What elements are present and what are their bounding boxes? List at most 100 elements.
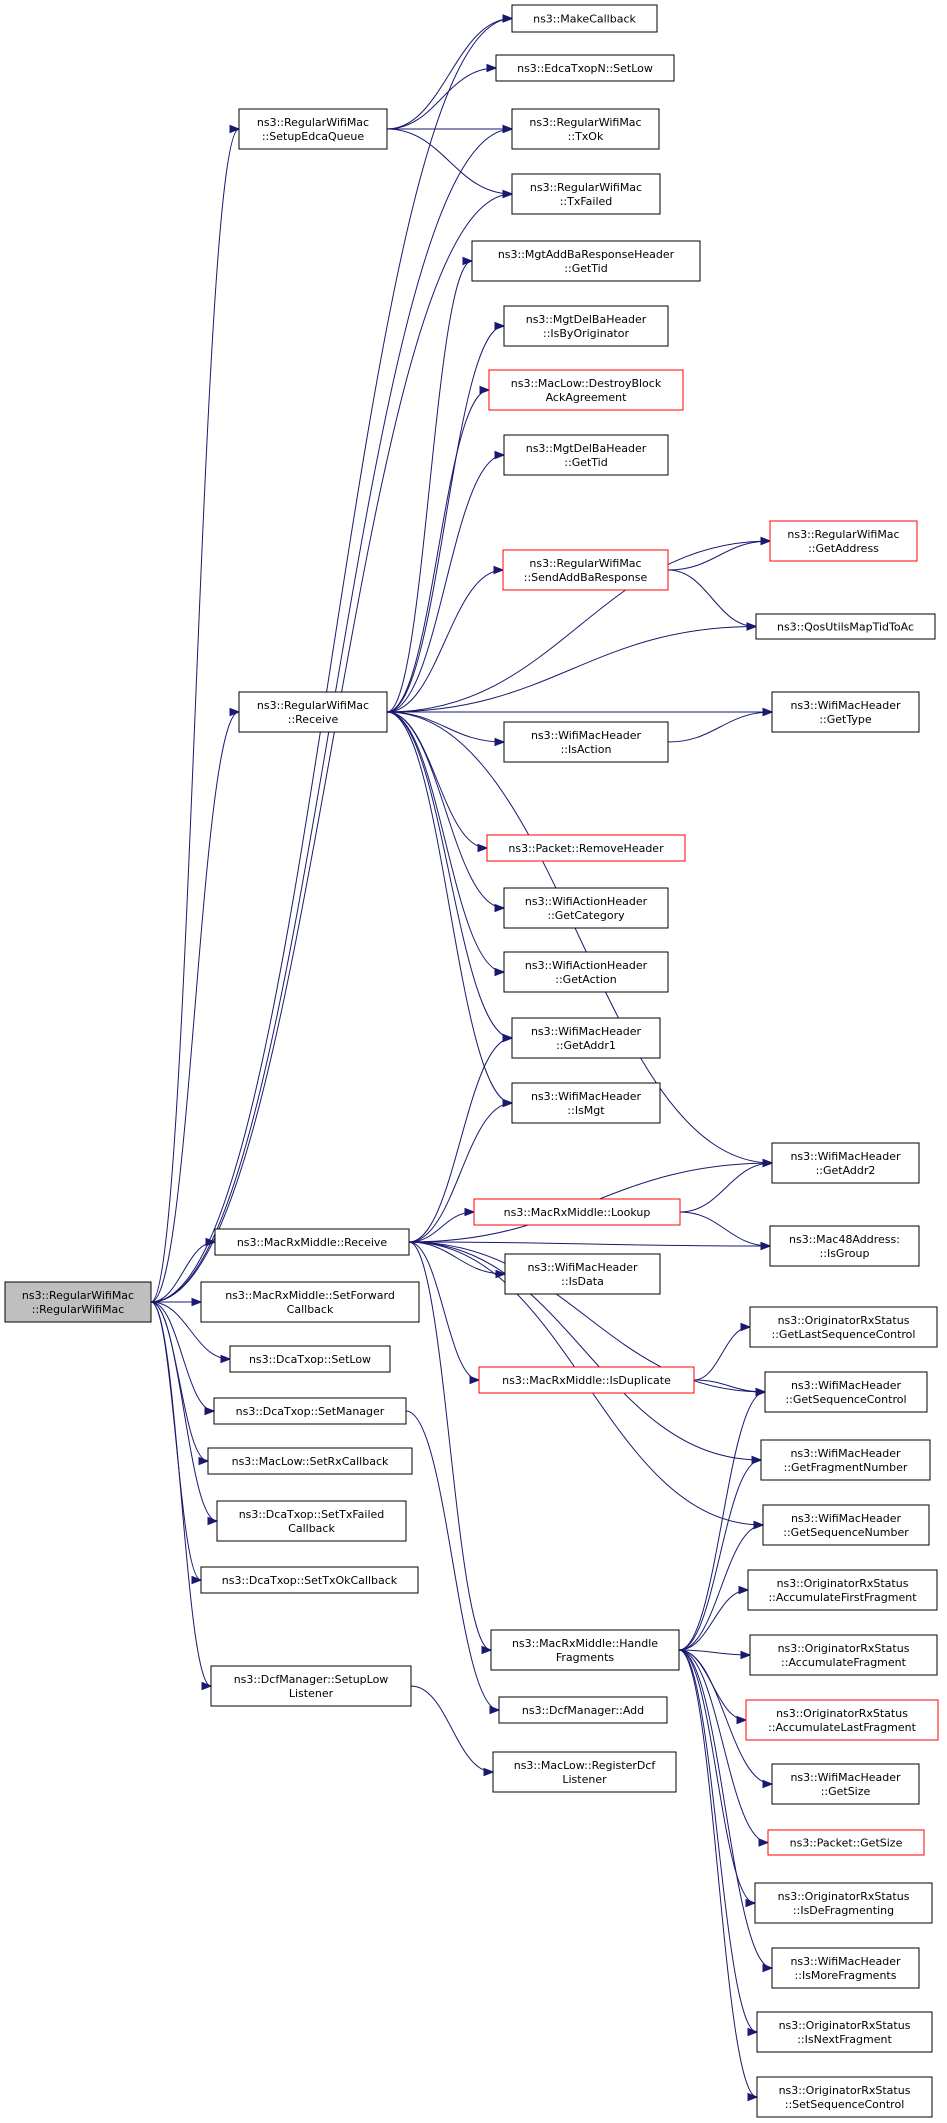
node-rxmReceive[interactable]: ns3::MacRxMiddle::Receive bbox=[214, 1228, 410, 1256]
edge-lookup-to-isGroup bbox=[679, 1211, 772, 1251]
edge-receive-to-isAction bbox=[386, 711, 506, 747]
node-getAction[interactable]: ns3::WifiActionHeader::GetAction bbox=[503, 951, 669, 993]
edge-receive-to-delbaGetTid bbox=[386, 450, 506, 713]
node-txfailed[interactable]: ns3::RegularWifiMac::TxFailed bbox=[511, 173, 661, 215]
call-edges bbox=[150, 14, 774, 2102]
node-box bbox=[769, 520, 918, 562]
node-isData[interactable]: ns3::WifiMacHeader::IsData bbox=[504, 1253, 661, 1295]
node-label: ::SetupEdcaQueue bbox=[262, 130, 365, 143]
node-accLast[interactable]: ns3::OriginatorRxStatus::AccumulateLastF… bbox=[745, 1699, 939, 1741]
node-packetGetSize[interactable]: ns3::Packet::GetSize bbox=[767, 1829, 925, 1856]
node-dcfAdd[interactable]: ns3::DcfManager::Add bbox=[498, 1696, 668, 1724]
node-isDuplicate[interactable]: ns3::MacRxMiddle::IsDuplicate bbox=[478, 1366, 695, 1394]
node-getCategory[interactable]: ns3::WifiActionHeader::GetCategory bbox=[503, 887, 669, 929]
node-box bbox=[214, 1228, 410, 1256]
node-label: ns3::RegularWifiMac bbox=[787, 528, 899, 541]
node-accFrag[interactable]: ns3::OriginatorRxStatus::AccumulateFragm… bbox=[749, 1634, 938, 1676]
node-setSeqCtrl[interactable]: ns3::OriginatorRxStatus::SetSequenceCont… bbox=[756, 2076, 933, 2118]
node-box bbox=[492, 1751, 677, 1793]
node-sendAddBa[interactable]: ns3::RegularWifiMac::SendAddBaResponse bbox=[502, 549, 669, 591]
node-label: ns3::WifiMacHeader bbox=[790, 1771, 901, 1784]
node-label: ns3::RegularWifiMac bbox=[22, 1289, 134, 1302]
node-accFirst[interactable]: ns3::OriginatorRxStatus::AccumulateFirst… bbox=[747, 1569, 938, 1611]
node-label: ns3::WifiMacHeader bbox=[791, 1379, 902, 1392]
node-isDeFrag[interactable]: ns3::OriginatorRxStatus::IsDeFragmenting bbox=[754, 1882, 933, 1924]
node-makecallback[interactable]: ns3::MakeCallback bbox=[511, 4, 658, 33]
node-isAction[interactable]: ns3::WifiMacHeader::IsAction bbox=[503, 721, 669, 763]
node-label: ns3::MacRxMiddle::IsDuplicate bbox=[502, 1374, 671, 1387]
node-box bbox=[749, 1634, 938, 1676]
node-addbaGetTid[interactable]: ns3::MgtAddBaResponseHeader::GetTid bbox=[471, 240, 701, 282]
node-label: ns3::RegularWifiMac bbox=[257, 116, 369, 129]
edge-receive-to-addbaGetTid bbox=[386, 256, 474, 713]
node-getSize[interactable]: ns3::WifiMacHeader::GetSize bbox=[771, 1763, 920, 1805]
node-getAddr2[interactable]: ns3::WifiMacHeader::GetAddr2 bbox=[771, 1142, 920, 1184]
node-getType[interactable]: ns3::WifiMacHeader::GetType bbox=[771, 691, 920, 733]
node-label: ::IsGroup bbox=[820, 1247, 870, 1260]
node-box bbox=[756, 2076, 933, 2118]
node-label: ns3::OriginatorRxStatus bbox=[778, 1642, 910, 1655]
node-setTxOk[interactable]: ns3::DcaTxop::SetTxOkCallback bbox=[200, 1566, 419, 1594]
edge-sendAddBa-to-getAddress bbox=[667, 536, 772, 571]
node-label: ::GetTid bbox=[564, 262, 607, 275]
edge-handleFrag-to-getFragNum bbox=[678, 1455, 763, 1651]
edge-rxmReceive-to-isMgt bbox=[408, 1098, 514, 1243]
node-edcaSetLow[interactable]: ns3::EdcaTxopN::SetLow bbox=[495, 54, 675, 82]
node-label: ns3::WifiMacHeader bbox=[527, 1261, 638, 1274]
node-receive[interactable]: ns3::RegularWifiMac::Receive bbox=[238, 691, 388, 733]
edge-rxmReceive-to-lookup bbox=[408, 1207, 476, 1243]
node-removeHeader[interactable]: ns3::Packet::RemoveHeader bbox=[486, 834, 686, 862]
node-label: ns3::MacLow::DestroyBlock bbox=[511, 377, 662, 390]
node-getLastSeq[interactable]: ns3::OriginatorRxStatus::GetLastSequence… bbox=[749, 1306, 938, 1348]
node-lookup[interactable]: ns3::MacRxMiddle::Lookup bbox=[473, 1198, 681, 1226]
node-root[interactable]: ns3::RegularWifiMac::RegularWifiMac bbox=[4, 1281, 152, 1323]
node-box bbox=[503, 434, 669, 476]
node-box bbox=[503, 887, 669, 929]
node-getAddress[interactable]: ns3::RegularWifiMac::GetAddress bbox=[769, 520, 918, 562]
node-isMoreFrag[interactable]: ns3::WifiMacHeader::IsMoreFragments bbox=[771, 1947, 920, 1989]
node-box bbox=[747, 1569, 938, 1611]
edge-handleFrag-to-setSeqCtrl bbox=[678, 1649, 759, 2102]
node-label: ns3::OriginatorRxStatus bbox=[777, 1577, 909, 1590]
node-label: ::GetCategory bbox=[547, 909, 625, 922]
node-label: ns3::DcfManager::Add bbox=[522, 1704, 644, 1717]
node-delbaGetTid[interactable]: ns3::MgtDelBaHeader::GetTid bbox=[503, 434, 669, 476]
node-txok[interactable]: ns3::RegularWifiMac::TxOk bbox=[511, 108, 660, 150]
node-dcaSetLow[interactable]: ns3::DcaTxop::SetLow bbox=[229, 1345, 391, 1373]
node-getSeqNum[interactable]: ns3::WifiMacHeader::GetSequenceNumber bbox=[762, 1504, 930, 1546]
node-label: ns3::MacLow::SetRxCallback bbox=[232, 1455, 389, 1468]
node-isNextFrag[interactable]: ns3::OriginatorRxStatus::IsNextFragment bbox=[756, 2011, 933, 2053]
node-label: ns3::DcaTxop::SetManager bbox=[236, 1405, 385, 1418]
node-qosTid[interactable]: ns3::QosUtilsMapTidToAc bbox=[755, 613, 936, 640]
edge-isAction-to-getType bbox=[667, 707, 774, 743]
node-isGroup[interactable]: ns3::Mac48Address:::IsGroup bbox=[769, 1225, 920, 1267]
node-getSeqCtrl[interactable]: ns3::WifiMacHeader::GetSequenceControl bbox=[764, 1371, 928, 1413]
node-getFragNum[interactable]: ns3::WifiMacHeader::GetFragmentNumber bbox=[760, 1439, 931, 1481]
node-label: ns3::QosUtilsMapTidToAc bbox=[777, 621, 914, 634]
node-setRxCallback[interactable]: ns3::MacLow::SetRxCallback bbox=[207, 1447, 413, 1475]
node-box bbox=[495, 54, 675, 82]
node-isMgt[interactable]: ns3::WifiMacHeader::IsMgt bbox=[511, 1082, 661, 1124]
node-label: ::SetSequenceControl bbox=[785, 2098, 905, 2111]
edge-rxmReceive-to-isDuplicate bbox=[408, 1241, 481, 1385]
node-box bbox=[213, 1397, 407, 1425]
edge-receive-to-delbaIsBy bbox=[386, 321, 506, 713]
node-label: ns3::MgtDelBaHeader bbox=[526, 313, 647, 326]
node-dcaSetManager[interactable]: ns3::DcaTxop::SetManager bbox=[213, 1397, 407, 1425]
node-getAddr1[interactable]: ns3::WifiMacHeader::GetAddr1 bbox=[511, 1017, 661, 1059]
edge-root-to-setupEdca bbox=[150, 124, 241, 1303]
node-delbaIsBy[interactable]: ns3::MgtDelBaHeader::IsByOriginator bbox=[503, 305, 669, 347]
node-setupEdca[interactable]: ns3::RegularWifiMac::SetupEdcaQueue bbox=[238, 108, 388, 150]
node-box bbox=[504, 1253, 661, 1295]
edge-rxmReceive-to-handleFrag bbox=[408, 1241, 493, 1655]
node-label: ::GetAddr1 bbox=[556, 1039, 616, 1052]
node-box bbox=[478, 1366, 695, 1394]
node-label: ::RegularWifiMac bbox=[32, 1303, 125, 1316]
